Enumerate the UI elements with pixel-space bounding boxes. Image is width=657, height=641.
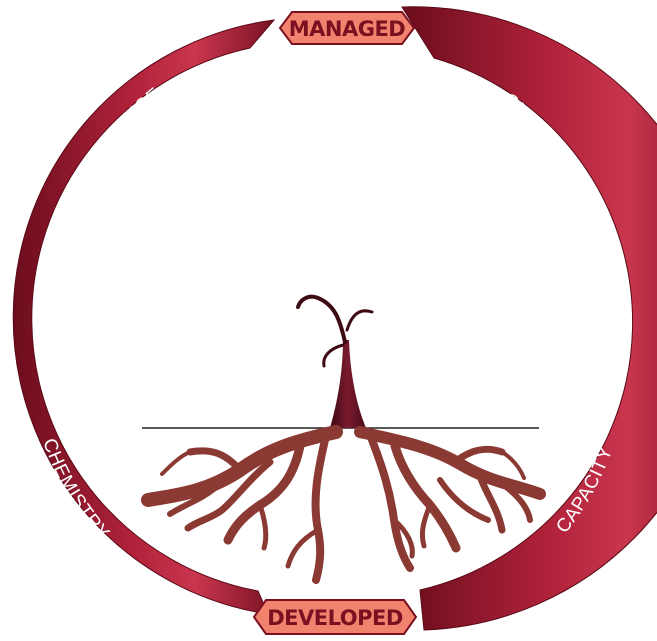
roots-icon bbox=[141, 425, 546, 584]
managed-badge: MANAGED bbox=[278, 11, 416, 45]
segment-label-chemistry: CHEMISTRY bbox=[38, 436, 113, 544]
developed-badge: DEVELOPED bbox=[252, 599, 418, 635]
ring-segment-right bbox=[401, 6, 657, 631]
tree-icon bbox=[296, 294, 374, 428]
cycle-ring bbox=[12, 6, 657, 631]
managed-label: MANAGED bbox=[289, 17, 406, 41]
developed-label: DEVELOPED bbox=[267, 606, 403, 630]
